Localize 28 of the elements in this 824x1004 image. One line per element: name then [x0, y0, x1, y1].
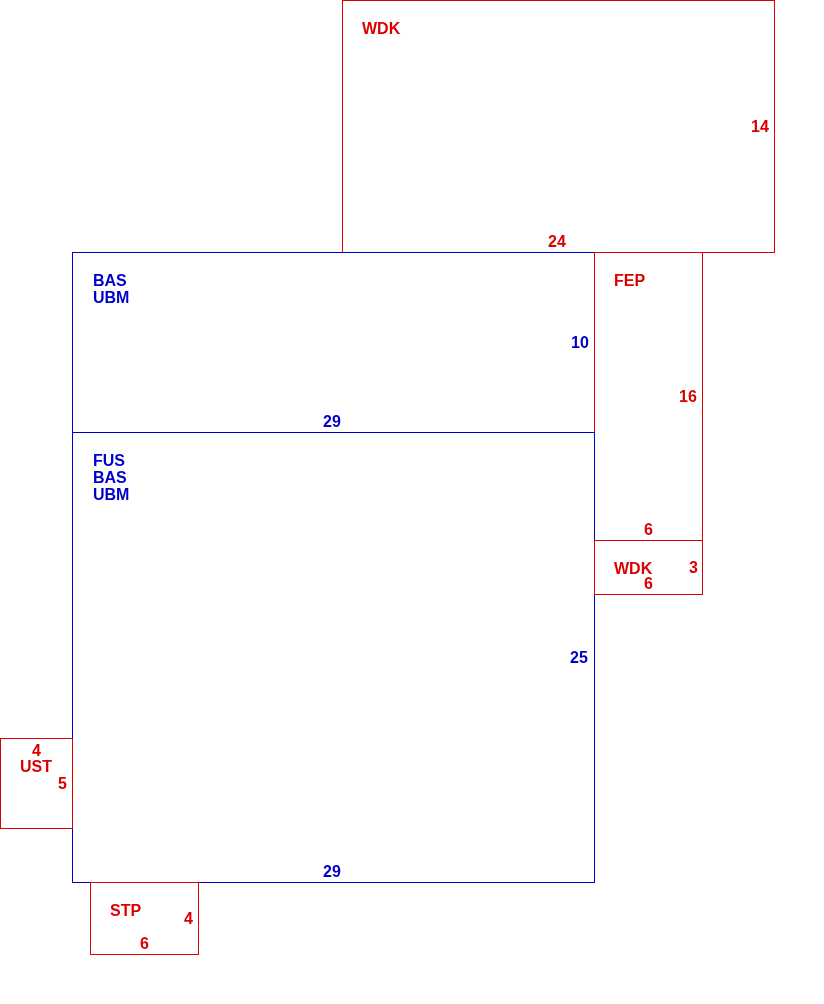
dimension-label: 5 — [58, 775, 67, 792]
dimension-label: 4 — [184, 910, 193, 927]
room-outline — [72, 432, 595, 883]
room-code: WDK — [362, 20, 402, 37]
room-code: UST — [20, 758, 53, 775]
room-code: FEP — [614, 272, 647, 289]
room-outline — [342, 0, 775, 253]
dimension-label: 24 — [548, 233, 566, 250]
dimension-label: 29 — [323, 863, 341, 880]
room-outline — [594, 252, 703, 541]
dimension-label: 6 — [644, 575, 653, 592]
dimension-label: 10 — [571, 334, 589, 351]
dimension-label: 29 — [323, 413, 341, 430]
dimension-label: 6 — [140, 935, 149, 952]
dimension-label: 14 — [751, 118, 769, 135]
room-code: BAS UBM — [93, 272, 131, 306]
room-code: FUS BAS UBM — [93, 452, 131, 503]
room-outline — [0, 738, 73, 829]
dimension-label: 16 — [679, 388, 697, 405]
room-code: STP — [110, 902, 143, 919]
dimension-label: 25 — [570, 649, 588, 666]
room-outline — [90, 882, 199, 955]
room-outline — [594, 540, 703, 595]
room-outline — [72, 252, 595, 433]
dimension-label: 4 — [32, 742, 41, 759]
room-code: WDK — [614, 560, 654, 577]
dimension-label: 6 — [644, 521, 653, 538]
dimension-label: 3 — [689, 559, 698, 576]
